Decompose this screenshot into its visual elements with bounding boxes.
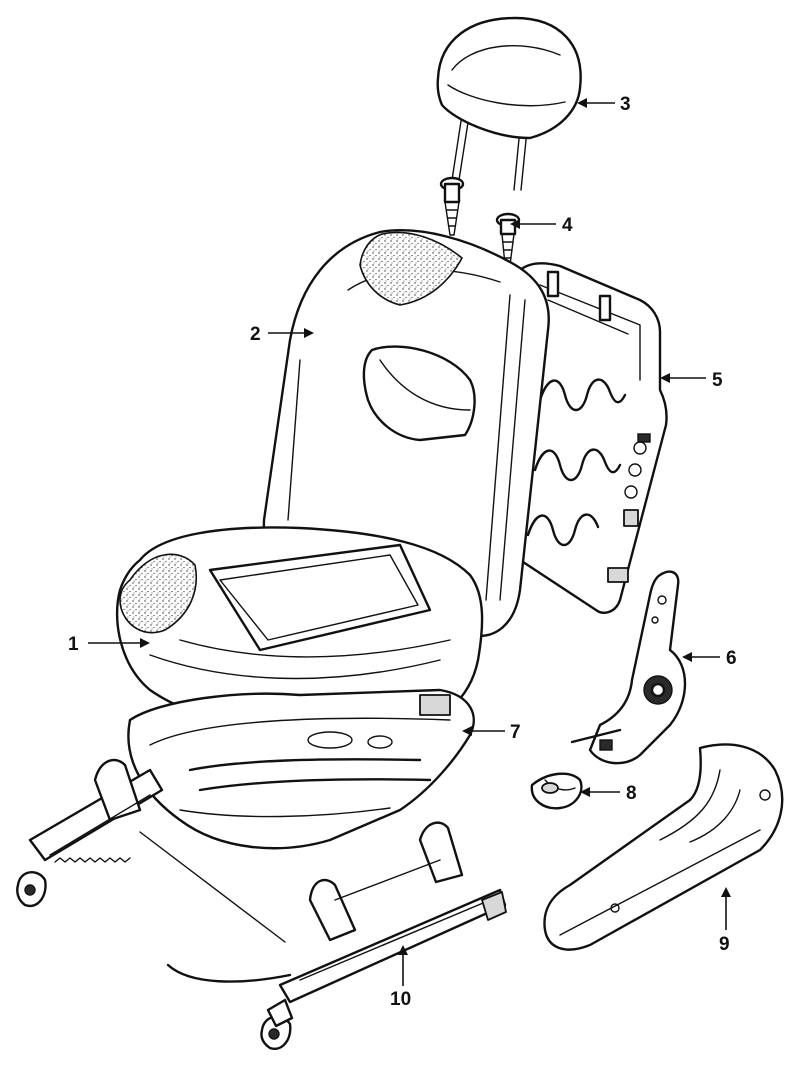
callout-4: 4 [510, 215, 573, 236]
callout-7: 7 [462, 722, 521, 743]
cushion-frame-part [127, 688, 475, 850]
svg-text:4: 4 [562, 215, 573, 236]
recline-knob-part [530, 772, 583, 810]
callout-10: 10 [390, 945, 411, 1010]
svg-text:10: 10 [390, 989, 411, 1010]
headrest-part [436, 16, 582, 191]
headrest-guide-left [439, 176, 465, 236]
seat-back-frame-part [518, 262, 668, 614]
svg-text:8: 8 [626, 783, 637, 804]
callout-3: 3 [577, 94, 631, 115]
side-shield-part [543, 743, 784, 951]
callout-2: 2 [250, 324, 314, 345]
callout-8: 8 [580, 783, 637, 804]
seat-track-part [166, 821, 507, 1050]
callout-1: 1 [68, 634, 150, 655]
svg-text:5: 5 [712, 370, 723, 391]
callout-6: 6 [682, 648, 737, 669]
svg-text:6: 6 [726, 648, 737, 669]
svg-text:9: 9 [719, 934, 730, 955]
svg-text:3: 3 [620, 94, 631, 115]
callout-9: 9 [719, 887, 731, 955]
callout-5: 5 [660, 370, 723, 391]
left-seat-track [16, 758, 286, 943]
svg-text:2: 2 [250, 324, 261, 345]
seat-cushion-part [115, 526, 484, 739]
recliner-part [570, 570, 687, 765]
svg-text:1: 1 [68, 634, 79, 655]
svg-text:7: 7 [510, 722, 521, 743]
